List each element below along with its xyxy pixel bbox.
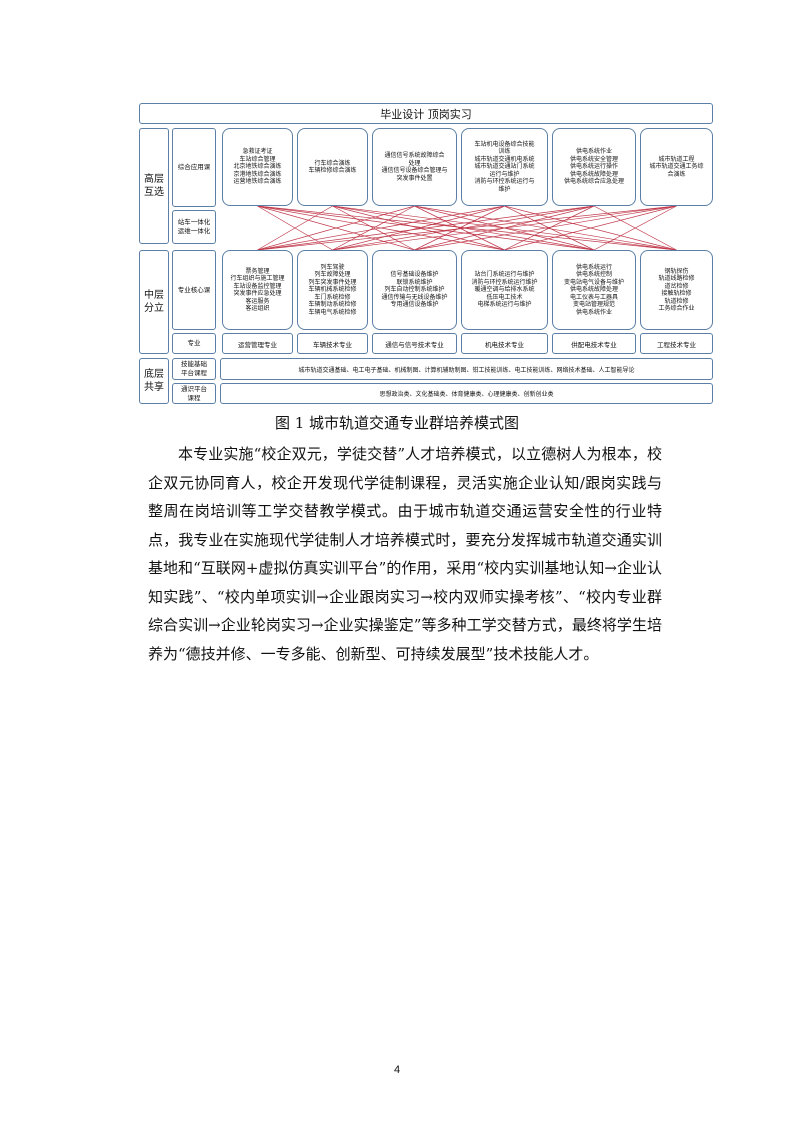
high-box-2: 行车综合演练 车辆检修综合演练 — [297, 128, 368, 206]
label-tech-platform: 技能基础 平台课程 — [172, 358, 216, 380]
link-line-24 — [504, 205, 595, 251]
label-comprehensive-text: 综合应用课 — [177, 163, 211, 171]
high-box-4-text: 车站机电设备综合技能 训练 城市轨道交通机电系统 城市轨道交通站门系统 运行与维… — [474, 140, 535, 193]
link-line-18 — [414, 205, 505, 251]
high-box-3: 通信信号系统故障综合 处理 通信信号设备综合管理与 突发事件处置 — [372, 128, 457, 206]
link-line-26 — [257, 205, 677, 251]
general-platform-courses-text: 思想政治类、文化基础类、体育健康类、心理健康类、创新创业类 — [379, 391, 554, 398]
major-5-text: 供配电技术专业 — [571, 340, 617, 349]
high-box-6: 城市轨道工程 城市轨道交通工务综 合演练 — [640, 128, 713, 206]
label-core-text: 专业核心课 — [177, 285, 211, 294]
high-box-6-text: 城市轨道工程 城市轨道交通工务综 合演练 — [649, 155, 704, 178]
body-text: 本专业实施“校企双元，学徒交替”人才培养模式，以立德树人为根本，校企双元协同育人… — [148, 440, 662, 668]
link-line-2 — [257, 205, 415, 251]
major-4-text: 机电技术专业 — [485, 340, 524, 349]
high-box-3-text: 通信信号系统故障综合 处理 通信信号设备综合管理与 突发事件处置 — [381, 152, 448, 182]
label-major-text: 专业 — [187, 339, 201, 347]
core-box-5-text: 供电系统运行 供电系统控制 变电站电气设备与维护 供电系统故障处理 电工仪表与工… — [563, 263, 624, 316]
link-line-29 — [504, 205, 677, 251]
top-banner-text: 毕业设计 顶岗实习 — [380, 107, 472, 121]
link-line-13 — [414, 205, 505, 251]
link-line-27 — [332, 205, 677, 251]
layer-mid: 中层 分立 — [139, 250, 169, 354]
core-box-3-text: 信号基础设备维护 联锁系统维护 列车自动控制系统维护 通信传输与无线设备维护 专… — [381, 271, 448, 309]
body-paragraph: 本专业实施“校企双元，学徒交替”人才培养模式，以立德树人为根本，校企双元协同育人… — [148, 445, 662, 663]
link-line-12 — [332, 205, 415, 251]
layer-base: 底层 共享 — [139, 358, 169, 404]
label-integration: 站车一体化 运维一体化 — [172, 210, 216, 244]
high-box-2-text: 行车综合演练 车辆检修综合演练 — [308, 159, 357, 175]
tech-platform-courses: 城市轨道交通基础、电工电子基础、机械制图、计算机辅助制图、钳工技能训练、电工技能… — [220, 358, 713, 380]
core-box-4: 站台门系统运行与维护 消防与环控系统运行维护 暖通空调与给排水系统 低压电工技术… — [461, 250, 548, 330]
core-box-1: 票务管理 行车组织与施工管理 车站设备监控管理 突发事件应急处理 客运服务 客运… — [222, 250, 293, 330]
label-general-platform: 通识平台 课程 — [172, 383, 216, 404]
major-3-text: 通信与信号技术专业 — [385, 340, 444, 349]
link-line-6 — [257, 205, 333, 251]
link-line-22 — [332, 205, 595, 251]
link-line-14 — [414, 205, 595, 251]
link-line-9 — [332, 205, 595, 251]
link-line-5 — [257, 205, 677, 251]
major-2: 车辆技术专业 — [297, 333, 368, 354]
layer-high-text: 高层 互选 — [144, 174, 164, 198]
link-line-25 — [593, 205, 677, 251]
major-4: 机电技术专业 — [461, 333, 548, 354]
link-line-3 — [257, 205, 505, 251]
layer-high: 高层 互选 — [139, 128, 169, 244]
link-line-4 — [257, 205, 595, 251]
core-box-6-text: 钢轨探伤 轨道线路检修 道岔检修 接触轨检修 轨道检修 工务综合作业 — [658, 267, 695, 313]
link-line-16 — [257, 205, 505, 251]
link-line-30 — [593, 205, 677, 251]
link-line-23 — [414, 205, 595, 251]
link-line-7 — [332, 205, 415, 251]
label-general-platform-text: 通识平台 课程 — [181, 384, 207, 402]
core-box-6: 钢轨探伤 轨道线路检修 道岔检修 接触轨检修 轨道检修 工务综合作业 — [640, 250, 713, 330]
link-line-20 — [504, 205, 677, 251]
link-line-10 — [332, 205, 677, 251]
core-box-1-text: 票务管理 行车组织与施工管理 车站设备监控管理 突发事件应急处理 客运服务 客运… — [230, 267, 285, 313]
major-1: 运营管理专业 — [222, 333, 293, 354]
major-1-text: 运营管理专业 — [238, 340, 277, 349]
general-platform-courses: 思想政治类、文化基础类、体育健康类、心理健康类、创新创业类 — [220, 383, 713, 404]
high-box-5-text: 供电系统作业 供电系统安全管理 供电系统运行操作 供电系统故障处理 供电系统综合… — [563, 148, 624, 186]
label-core: 专业核心课 — [172, 250, 216, 330]
cultivation-model-diagram: 毕业设计 顶岗实习 高层 互选 中层 分立 底层 共享 综合应用课 站车一体化 … — [0, 0, 794, 410]
link-line-15 — [414, 205, 677, 251]
link-line-21 — [257, 205, 595, 251]
major-6-text: 工程技术专业 — [657, 340, 696, 349]
figure-caption: 图 1 城市轨道交通专业群培养模式图 — [274, 414, 520, 432]
layer-mid-text: 中层 分立 — [144, 290, 164, 314]
core-box-2: 列车驾驶 列车故障处理 列车突发事件处理 车辆机械系统检修 车门系统检修 车辆制… — [297, 250, 368, 330]
high-box-1-text: 急救证考证 车站综合管理 北京地铁综合演练 京港地铁综合演练 运营地铁综合演练 — [233, 148, 282, 186]
label-tech-platform-text: 技能基础 平台课程 — [181, 360, 207, 377]
page-number: 4 — [393, 1064, 401, 1076]
core-box-5: 供电系统运行 供电系统控制 变电站电气设备与维护 供电系统故障处理 电工仪表与工… — [552, 250, 636, 330]
label-major: 专业 — [172, 333, 216, 354]
major-5: 供配电技术专业 — [552, 333, 636, 354]
link-line-8 — [332, 205, 505, 251]
tech-platform-courses-text: 城市轨道交通基础、电工电子基础、机械制图、计算机辅助制图、钳工技能训练、电工技能… — [298, 366, 635, 374]
major-6: 工程技术专业 — [640, 333, 713, 354]
layer-base-text: 底层 共享 — [144, 369, 164, 393]
link-line-17 — [332, 205, 505, 251]
link-line-11 — [257, 205, 415, 251]
core-box-2-text: 列车驾驶 列车故障处理 列车突发事件处理 车辆机械系统检修 车门系统检修 车辆制… — [308, 263, 357, 316]
link-line-19 — [504, 205, 595, 251]
high-box-4: 车站机电设备综合技能 训练 城市轨道交通机电系统 城市轨道交通站门系统 运行与维… — [461, 128, 548, 206]
core-box-4-text: 站台门系统运行与维护 消防与环控系统运行维护 暖通空调与给排水系统 低压电工技术… — [471, 271, 538, 309]
high-box-1: 急救证考证 车站综合管理 北京地铁综合演练 京港地铁综合演练 运营地铁综合演练 — [222, 128, 293, 206]
label-integration-text: 站车一体化 运维一体化 — [177, 218, 211, 235]
high-box-5: 供电系统作业 供电系统安全管理 供电系统运行操作 供电系统故障处理 供电系统综合… — [552, 128, 636, 206]
label-comprehensive: 综合应用课 — [172, 128, 216, 207]
major-2-text: 车辆技术专业 — [313, 340, 352, 349]
top-banner: 毕业设计 顶岗实习 — [139, 103, 713, 124]
link-line-1 — [257, 205, 333, 251]
link-line-28 — [414, 205, 677, 251]
major-3: 通信与信号技术专业 — [372, 333, 457, 354]
core-box-3: 信号基础设备维护 联锁系统维护 列车自动控制系统维护 通信传输与无线设备维护 专… — [372, 250, 457, 330]
